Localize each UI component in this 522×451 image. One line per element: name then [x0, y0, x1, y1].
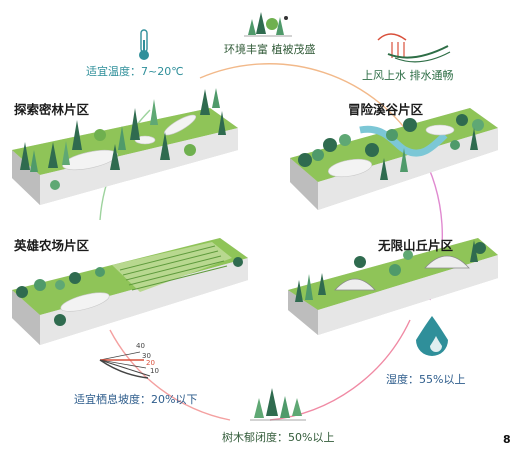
- humidity-caption: 湿度：55%以上: [386, 373, 466, 386]
- farm-trees: [16, 257, 243, 326]
- page-number: 8: [503, 433, 511, 446]
- slope-tick-10: 10: [150, 367, 159, 375]
- valley-trees: [298, 114, 484, 180]
- forest-zone-block: [12, 108, 238, 205]
- hills-trees: [295, 240, 486, 302]
- temperature-caption: 适宜温度：7~20℃: [86, 65, 184, 78]
- slope-gauge-icon: [99, 351, 151, 379]
- slope-tick-30: 30: [142, 352, 151, 360]
- environment-caption: 环境丰富 植被茂盛: [224, 43, 316, 56]
- tree-canopy-icon: [250, 388, 306, 421]
- slope-caption: 适宜栖息坡度：20%以下: [74, 393, 198, 406]
- slope-tick-40: 40: [136, 342, 145, 350]
- canopy-caption: 树木郁闭度：50%以上: [222, 431, 335, 444]
- farm-zone-block: [12, 238, 248, 345]
- slope-tick-20: 20: [146, 359, 155, 367]
- wind-water-caption: 上风上水 排水通畅: [362, 69, 454, 82]
- zone-title-forest: 探索密林片区: [14, 102, 90, 117]
- forest-trees: [20, 88, 226, 190]
- farm-crop-rows: [119, 245, 228, 291]
- zone-title-hills: 无限山丘片区: [378, 238, 454, 253]
- zone-title-valley: 冒险溪谷片区: [348, 102, 424, 117]
- thermometer-icon: [139, 29, 149, 60]
- plants-icon: [244, 12, 292, 37]
- zone-title-farm: 英雄农场片区: [14, 238, 90, 253]
- wind-water-icon: [377, 33, 451, 63]
- water-drop-icon: [416, 316, 448, 356]
